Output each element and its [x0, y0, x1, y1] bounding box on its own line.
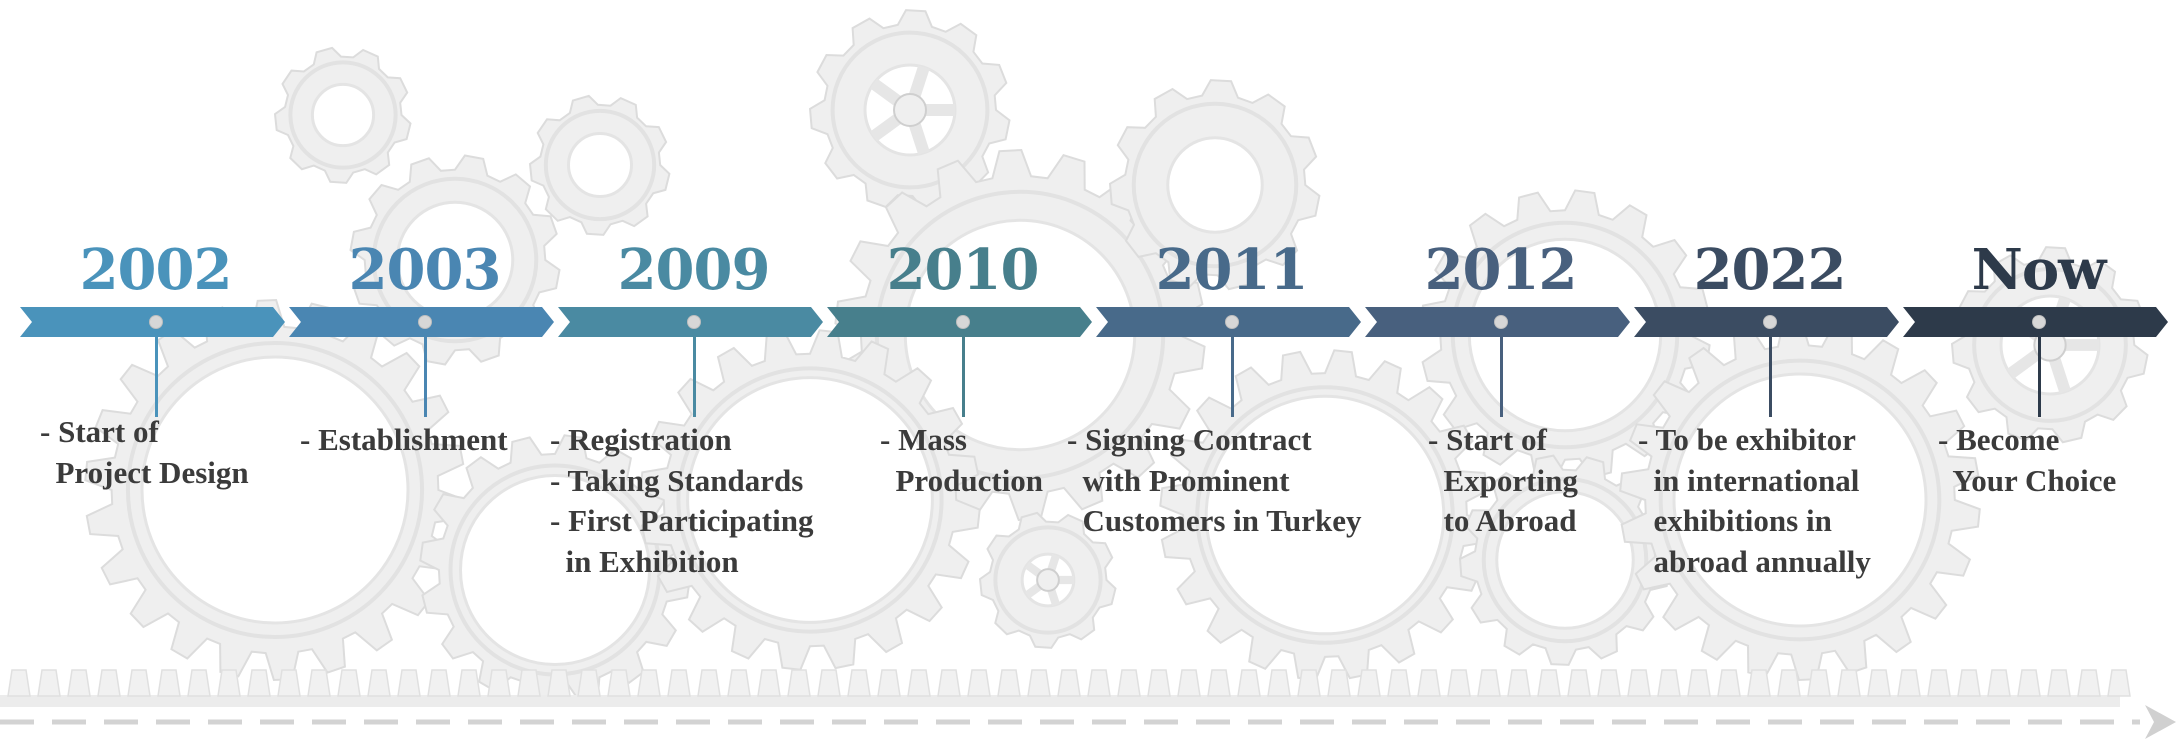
milestone-description-line: - Taking Standards — [550, 462, 804, 498]
milestone-connector-line — [692, 329, 696, 417]
milestone-description-line: - Signing Contract — [1067, 422, 1312, 457]
gear-shape — [1619, 318, 1981, 682]
milestone-description: - Establishment — [300, 420, 508, 461]
milestone-year: 2010 — [886, 237, 1040, 303]
milestone-description-line: - Start of — [40, 414, 159, 449]
milestone-description-line: - Establishment — [300, 422, 508, 457]
milestone-description-line: Production — [880, 462, 1044, 498]
milestone-dot — [1224, 315, 1239, 329]
milestone-year: 2002 — [79, 237, 233, 303]
gear-shape — [273, 46, 412, 184]
milestone-connector-line — [1768, 329, 1772, 417]
milestone-dot — [148, 315, 163, 329]
milestone-description: - Registration - Taking Standards - First … — [550, 420, 813, 582]
gear-shape — [1458, 454, 1671, 666]
milestone-description-line: Exporting — [1428, 462, 1578, 498]
milestone-description-line: to Abroad — [1428, 503, 1577, 538]
milestone-description: - Start of Project Design — [40, 412, 249, 493]
milestone-description-line: abroad annually — [1638, 543, 1871, 579]
milestone-connector-line — [423, 329, 427, 417]
gear-shape — [639, 329, 981, 671]
milestone-connector-line — [961, 329, 965, 417]
milestone-description-line: - Registration — [550, 422, 732, 457]
milestone-year: 2011 — [1155, 237, 1309, 303]
gear-shape — [84, 298, 466, 682]
milestone-description-line: Your Choice — [1938, 462, 2117, 498]
milestone-dot — [2031, 315, 2046, 329]
milestone-description-line: - Start of — [1428, 422, 1547, 457]
milestone-description: - Signing Contract with Prominent Custom… — [1067, 420, 1362, 542]
gear-shape — [1159, 349, 1491, 681]
milestone-dot — [1493, 315, 1508, 329]
milestone-description-line: with Prominent — [1067, 462, 1290, 498]
milestone-connector-line — [1230, 329, 1234, 417]
milestone-year: 2022 — [1693, 237, 1847, 303]
milestone-year: 2009 — [617, 237, 771, 303]
gear-shape — [419, 434, 691, 706]
milestone-dot — [686, 315, 701, 329]
milestone-description: - To be exhibitor in international exhib… — [1638, 420, 1871, 582]
milestone-year: 2003 — [348, 237, 502, 303]
gear-shape — [528, 94, 671, 236]
milestone-description: - Start of Exporting to Abroad — [1428, 420, 1578, 542]
milestone-description-line: Project Design — [40, 454, 249, 490]
gear-shape — [1108, 79, 1321, 291]
milestone-description-line: in international — [1638, 462, 1860, 498]
milestone-connector-line — [1499, 329, 1503, 417]
milestone-year: Now — [1971, 237, 2107, 303]
milestone-description: - Become Your Choice — [1938, 420, 2116, 501]
gear-shape — [808, 9, 1011, 211]
milestone-dot — [417, 315, 432, 329]
milestone-description-line: - To be exhibitor — [1638, 422, 1856, 457]
gear-rack — [0, 669, 2176, 739]
milestone-description-line: Customers in Turkey — [1067, 503, 1362, 538]
milestone-description-line: - Become — [1938, 422, 2060, 457]
milestone-dot — [955, 315, 970, 329]
milestone-description-line: in Exhibition — [550, 543, 739, 579]
milestone-connector-line — [154, 329, 158, 417]
milestone-year: 2012 — [1424, 237, 1578, 303]
milestone-connector-line — [2037, 329, 2041, 417]
milestone-description-line: - First Participating — [550, 503, 814, 538]
milestone-description-line: exhibitions in — [1638, 503, 1832, 538]
milestone-dot — [1762, 315, 1777, 329]
milestone-description-line: - Mass — [880, 422, 967, 457]
milestone-description: - Mass Production — [880, 420, 1043, 501]
gear-shape — [978, 511, 1117, 649]
